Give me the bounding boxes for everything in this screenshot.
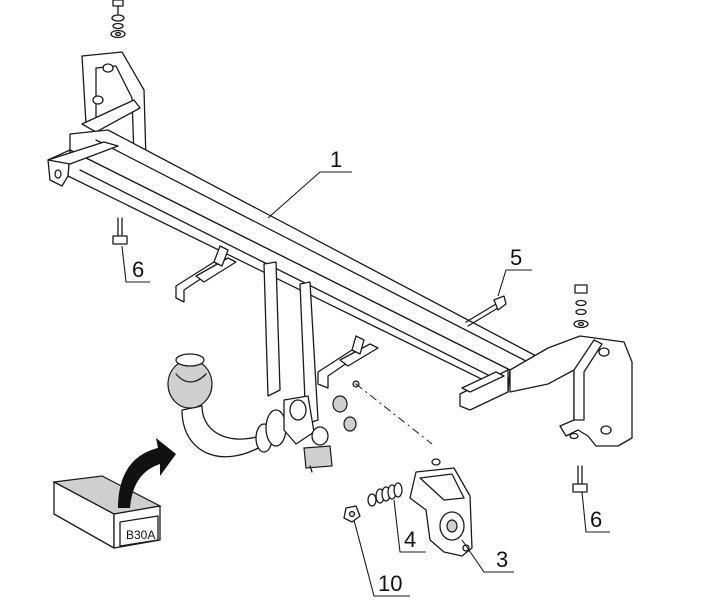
left-top-fastener-stack <box>110 0 126 39</box>
callout-6-left: 6 <box>132 257 144 282</box>
socket-plate <box>409 458 473 557</box>
left-side-bracket <box>81 51 147 167</box>
assembly-axis-line <box>355 383 433 445</box>
callout-6-right: 6 <box>590 507 602 532</box>
package-label: B30A <box>126 528 155 542</box>
callout-5: 5 <box>510 245 522 270</box>
package-box: B30A <box>52 475 162 549</box>
center-bolt <box>465 295 507 327</box>
right-top-fastener-stack <box>573 284 589 329</box>
callout-1: 1 <box>330 147 342 172</box>
spring-washer-set <box>367 482 403 507</box>
nut <box>343 505 361 523</box>
right-side-bracket <box>509 335 633 447</box>
center-hanger-left <box>175 245 237 303</box>
left-mounting-bolt <box>112 217 128 245</box>
right-mounting-bolt <box>572 465 588 493</box>
installation-arrow-icon <box>118 438 176 508</box>
callout-3: 3 <box>496 547 508 572</box>
callout-10: 10 <box>378 571 402 596</box>
tow-ball-assembly <box>167 353 287 458</box>
callout-leaders <box>121 171 610 597</box>
neck-plates <box>263 261 319 425</box>
main-crossbar <box>47 129 541 411</box>
callout-4: 4 <box>404 527 416 552</box>
center-hanger-right <box>317 335 379 389</box>
coupling-mechanism <box>283 395 357 473</box>
